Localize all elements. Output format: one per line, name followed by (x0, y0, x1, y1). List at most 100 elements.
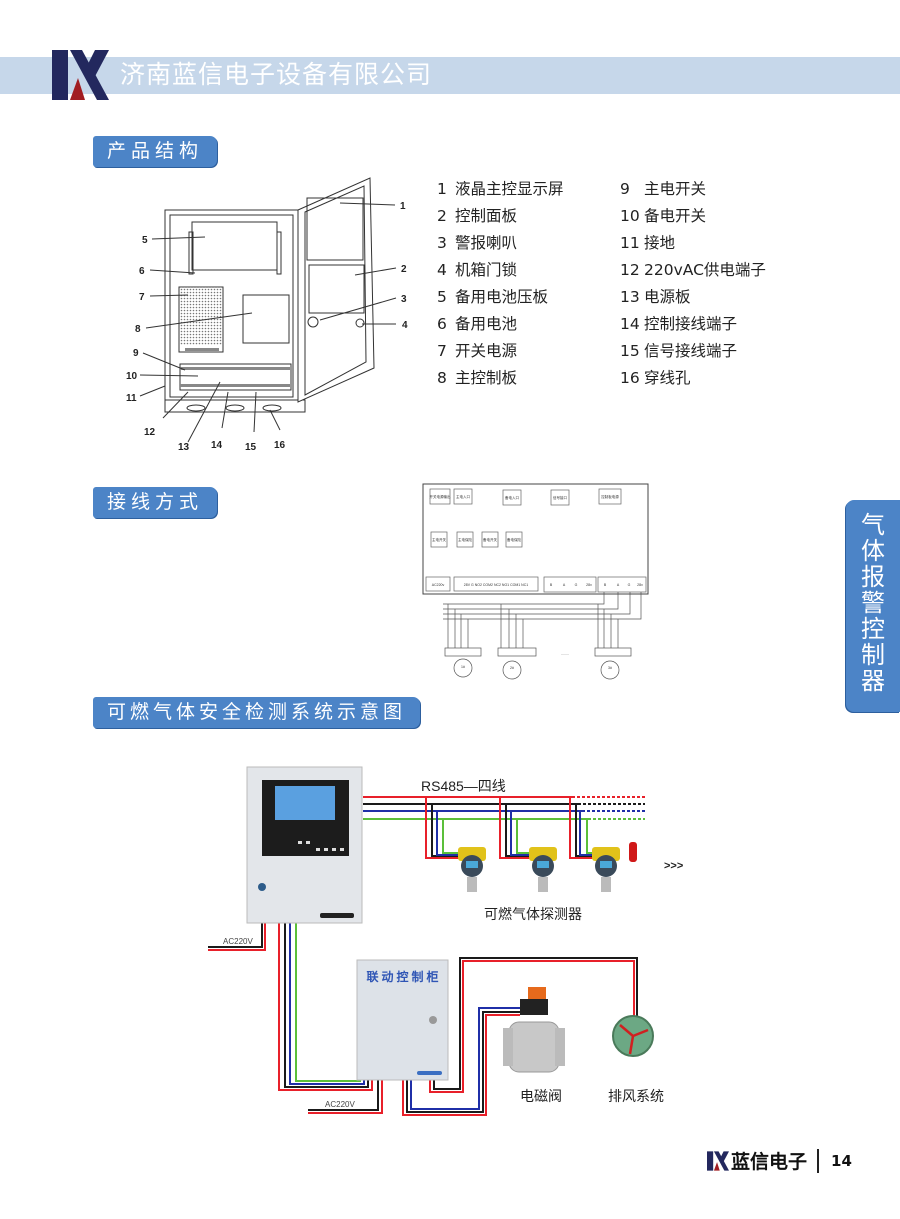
legend-number: 15 (620, 342, 640, 360)
ac220v-label-cabinet: AC220V (325, 1100, 355, 1109)
legend-number: 14 (620, 315, 640, 333)
callout-1: 1 (400, 201, 406, 212)
side-tab-char: 制 (861, 641, 885, 669)
gas-detector-icon (458, 847, 486, 892)
legend-label: 信号接线端子 (644, 342, 738, 360)
detector-id: 2# (510, 666, 514, 670)
callout-13: 13 (178, 442, 190, 453)
legend-label: 电源板 (644, 288, 691, 306)
legend-label: 备用电池压板 (455, 288, 549, 306)
brand-logo-icon (707, 1150, 729, 1171)
gas-detector-icon (592, 847, 620, 892)
section-title-system: 可燃气体安全检测系统示意图 (93, 697, 421, 728)
legend-label: 开关电源 (455, 342, 518, 360)
ac220v-label-controller: AC220V (223, 937, 253, 946)
legend-number: 4 (437, 261, 447, 279)
legend-number: 11 (620, 234, 640, 252)
detector-terminal: B1 A1 G 28v (603, 650, 623, 654)
legend-number: 7 (437, 342, 447, 360)
callout-6: 6 (139, 266, 145, 277)
header-band (0, 57, 900, 94)
footer-divider (817, 1148, 820, 1173)
legend-number: 16 (620, 369, 640, 387)
ellipsis: ........ (561, 652, 569, 656)
legend-item: 4 机箱门锁 (437, 257, 564, 284)
company-name: 济南蓝信电子设备有限公司 (120, 60, 433, 89)
legend-item: 1 液晶主控显示屏 (437, 176, 564, 203)
wiring-box: 开关电源输出 (430, 494, 451, 499)
wiring-box: 控制板电源 (601, 494, 619, 499)
callout-15: 15 (245, 442, 257, 453)
callout-4: 4 (402, 320, 408, 331)
detector-terminal: B1 A1 G 28v (453, 650, 473, 654)
legend-label: 机箱门锁 (455, 261, 518, 279)
legend-item: 5 备用电池压板 (437, 284, 564, 311)
wiring-box: 备电开关 (483, 537, 497, 542)
side-tab-char: 气 (861, 511, 885, 539)
side-tab-char: 器 (861, 667, 885, 695)
legend-number: 2 (437, 207, 447, 225)
wiring-box: 主电保险 (458, 537, 472, 542)
side-tab-char: 警 (861, 589, 885, 617)
side-tab-char: 体 (861, 537, 885, 565)
terminal: B (604, 583, 607, 587)
callout-8: 8 (135, 324, 141, 335)
wiring-box: 主电开关 (432, 537, 446, 542)
legend-number: 10 (620, 207, 640, 225)
callout-10: 10 (126, 371, 138, 382)
terminal: G (575, 583, 578, 587)
legend-label: 接地 (644, 234, 676, 252)
cabinet-label: 联动控制柜 (366, 969, 441, 984)
wiring-box: 备电入口 (505, 495, 519, 500)
callout-16: 16 (274, 440, 286, 451)
legend-label: 液晶主控显示屏 (455, 180, 564, 198)
footer-brand: 蓝信电子 14 (707, 1147, 852, 1174)
detector-id: 1# (461, 665, 465, 669)
footer-brand-name: 蓝信电子 (731, 1151, 808, 1173)
company-logo-icon (52, 50, 109, 100)
callout-2: 2 (401, 264, 407, 275)
side-tab-gas-alarm-controller: 气 体 报 警 控 制 器 (846, 500, 900, 712)
legend-label: 备用电池 (455, 315, 518, 333)
legend-label: 主电开关 (644, 180, 707, 198)
page-number: 14 (831, 1151, 852, 1170)
fan-label: 排风系统 (608, 1088, 664, 1104)
legend-number: 5 (437, 288, 447, 306)
terminal: A (617, 583, 620, 587)
legend-label: 220vAC供电端子 (644, 261, 766, 279)
callout-9: 9 (133, 348, 139, 359)
side-tab-char: 控 (861, 615, 885, 643)
detector-label: 可燃气体探测器 (484, 906, 582, 922)
legend-label: 控制接线端子 (644, 315, 738, 333)
rs485-bus-label: RS485—四线 (421, 778, 506, 794)
callout-5: 5 (142, 235, 148, 246)
callout-7: 7 (139, 292, 145, 303)
legend-number: 1 (437, 180, 447, 198)
wiring-box: 主电入口 (456, 494, 470, 499)
legend-number: 12 (620, 261, 640, 279)
terminal: 28v (637, 583, 643, 587)
legend-label: 备电开关 (644, 207, 707, 225)
legend-number: 3 (437, 234, 447, 252)
detector-id: 3# (608, 666, 612, 670)
ac-terminal: AC220v (432, 583, 445, 587)
legend-label: 控制面板 (455, 207, 518, 225)
wiring-box: 信号接口 (553, 495, 567, 500)
callout-12: 12 (144, 427, 156, 438)
section-title-structure: 产品结构 (93, 136, 218, 167)
callout-11: 11 (126, 393, 137, 404)
more-arrow: >>> (664, 860, 683, 872)
legend-item: 7 开关电源 (437, 338, 564, 365)
wiring-box: 备电保险 (507, 537, 521, 542)
section-title-wiring: 接线方式 (93, 487, 218, 518)
